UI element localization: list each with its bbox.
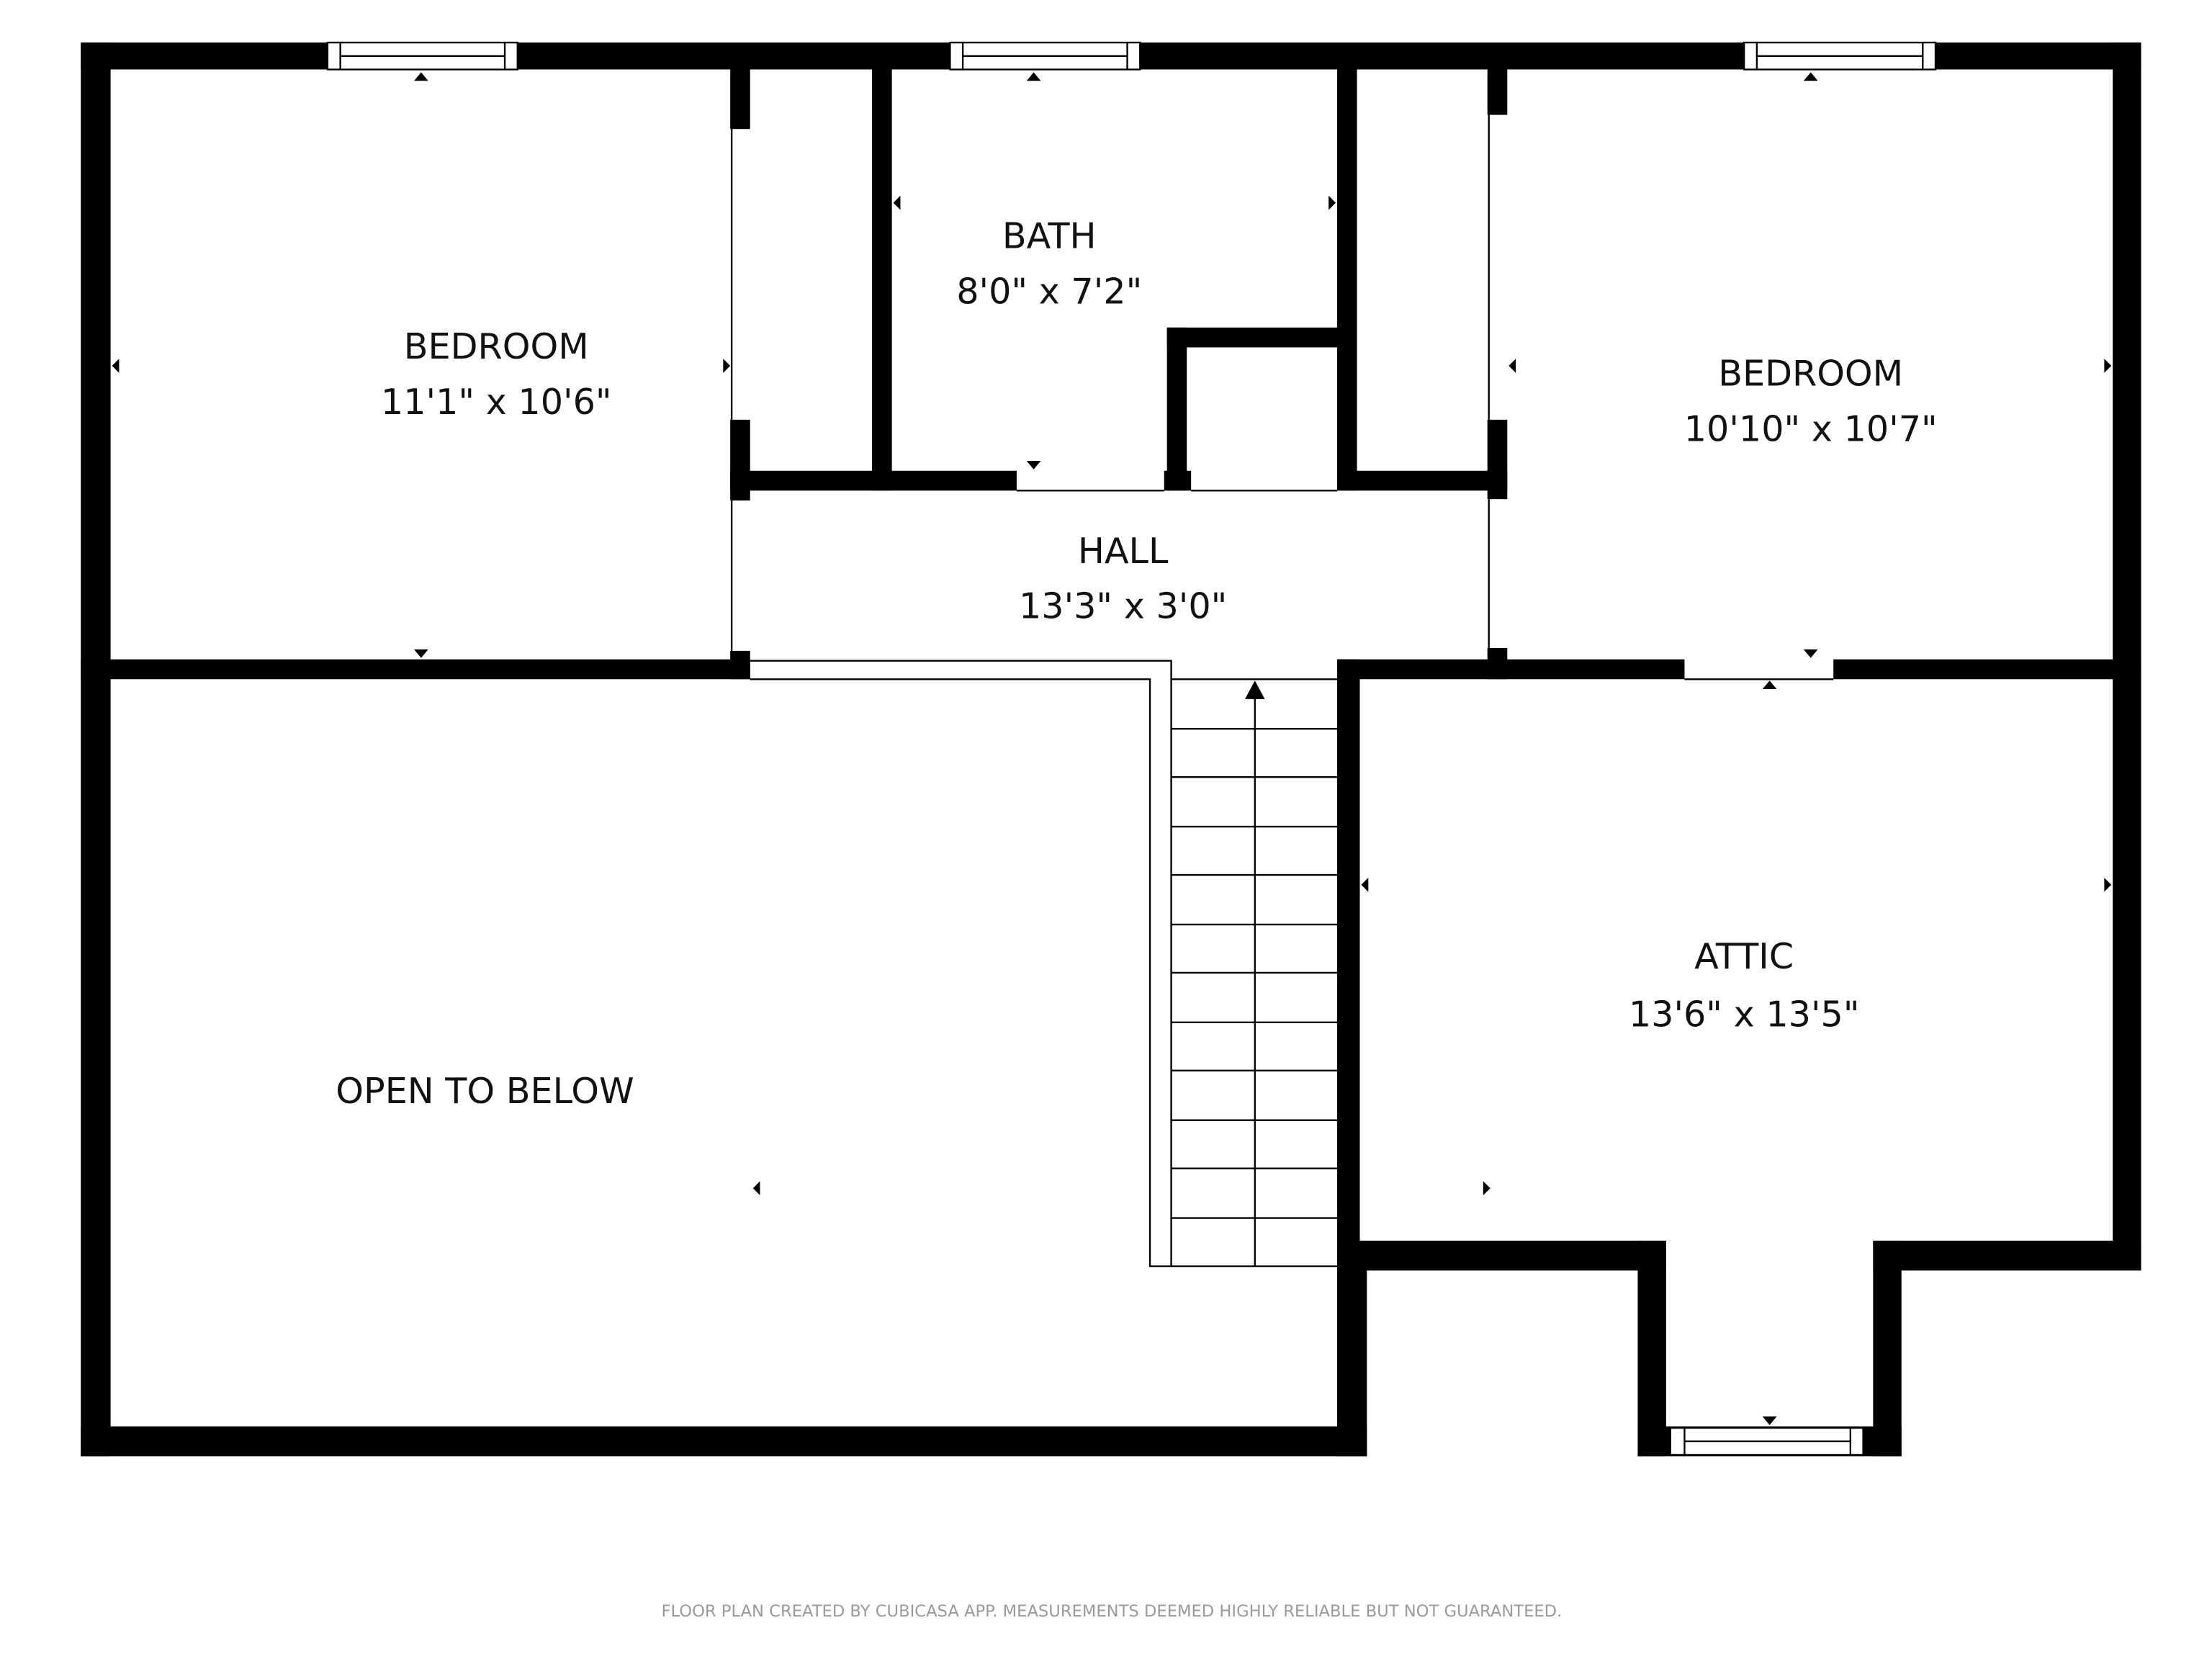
room-dimensions: 8'0" x 7'2" — [956, 270, 1142, 312]
room-dimensions: 10'10" x 10'7" — [1684, 408, 1938, 449]
window-left-bedroom — [326, 41, 518, 71]
window-right-bedroom — [1743, 41, 1937, 71]
window-bath — [949, 41, 1141, 71]
room-bath: BATH 8'0" x 7'2" — [956, 215, 1142, 313]
room-name: OPEN TO BELOW — [336, 1070, 634, 1112]
room-hall: HALL 13'3" x 3'0" — [1019, 530, 1227, 627]
room-attic: ATTIC 13'6" x 13'5" — [1629, 935, 1860, 1035]
room-name: HALL — [1078, 530, 1169, 572]
window-attic — [1669, 1426, 1864, 1456]
room-name: BEDROOM — [404, 325, 589, 367]
dimension-markers — [112, 72, 2112, 1426]
door-openings — [730, 114, 1834, 680]
room-dimensions: 13'6" x 13'5" — [1629, 994, 1860, 1035]
stair-arrow-up-icon — [1244, 680, 1265, 699]
room-left-bedroom: BEDROOM 11'1" x 10'6" — [381, 325, 612, 423]
exterior-walls — [81, 42, 2141, 1457]
room-right-bedroom: BEDROOM 10'10" x 10'7" — [1684, 353, 1938, 450]
room-dimensions: 11'1" x 10'6" — [381, 381, 612, 423]
interior-walls — [81, 69, 2141, 1269]
room-name: ATTIC — [1694, 935, 1794, 977]
room-dimensions: 13'3" x 3'0" — [1019, 585, 1227, 627]
room-name: BEDROOM — [1718, 353, 1903, 395]
windows — [326, 41, 1937, 1456]
staircase — [750, 660, 1337, 1267]
room-name: BATH — [1002, 215, 1097, 257]
room-open-to-below: OPEN TO BELOW — [336, 1070, 634, 1112]
disclaimer-text: FLOOR PLAN CREATED BY CUBICASA APP. MEAS… — [661, 1602, 1562, 1621]
